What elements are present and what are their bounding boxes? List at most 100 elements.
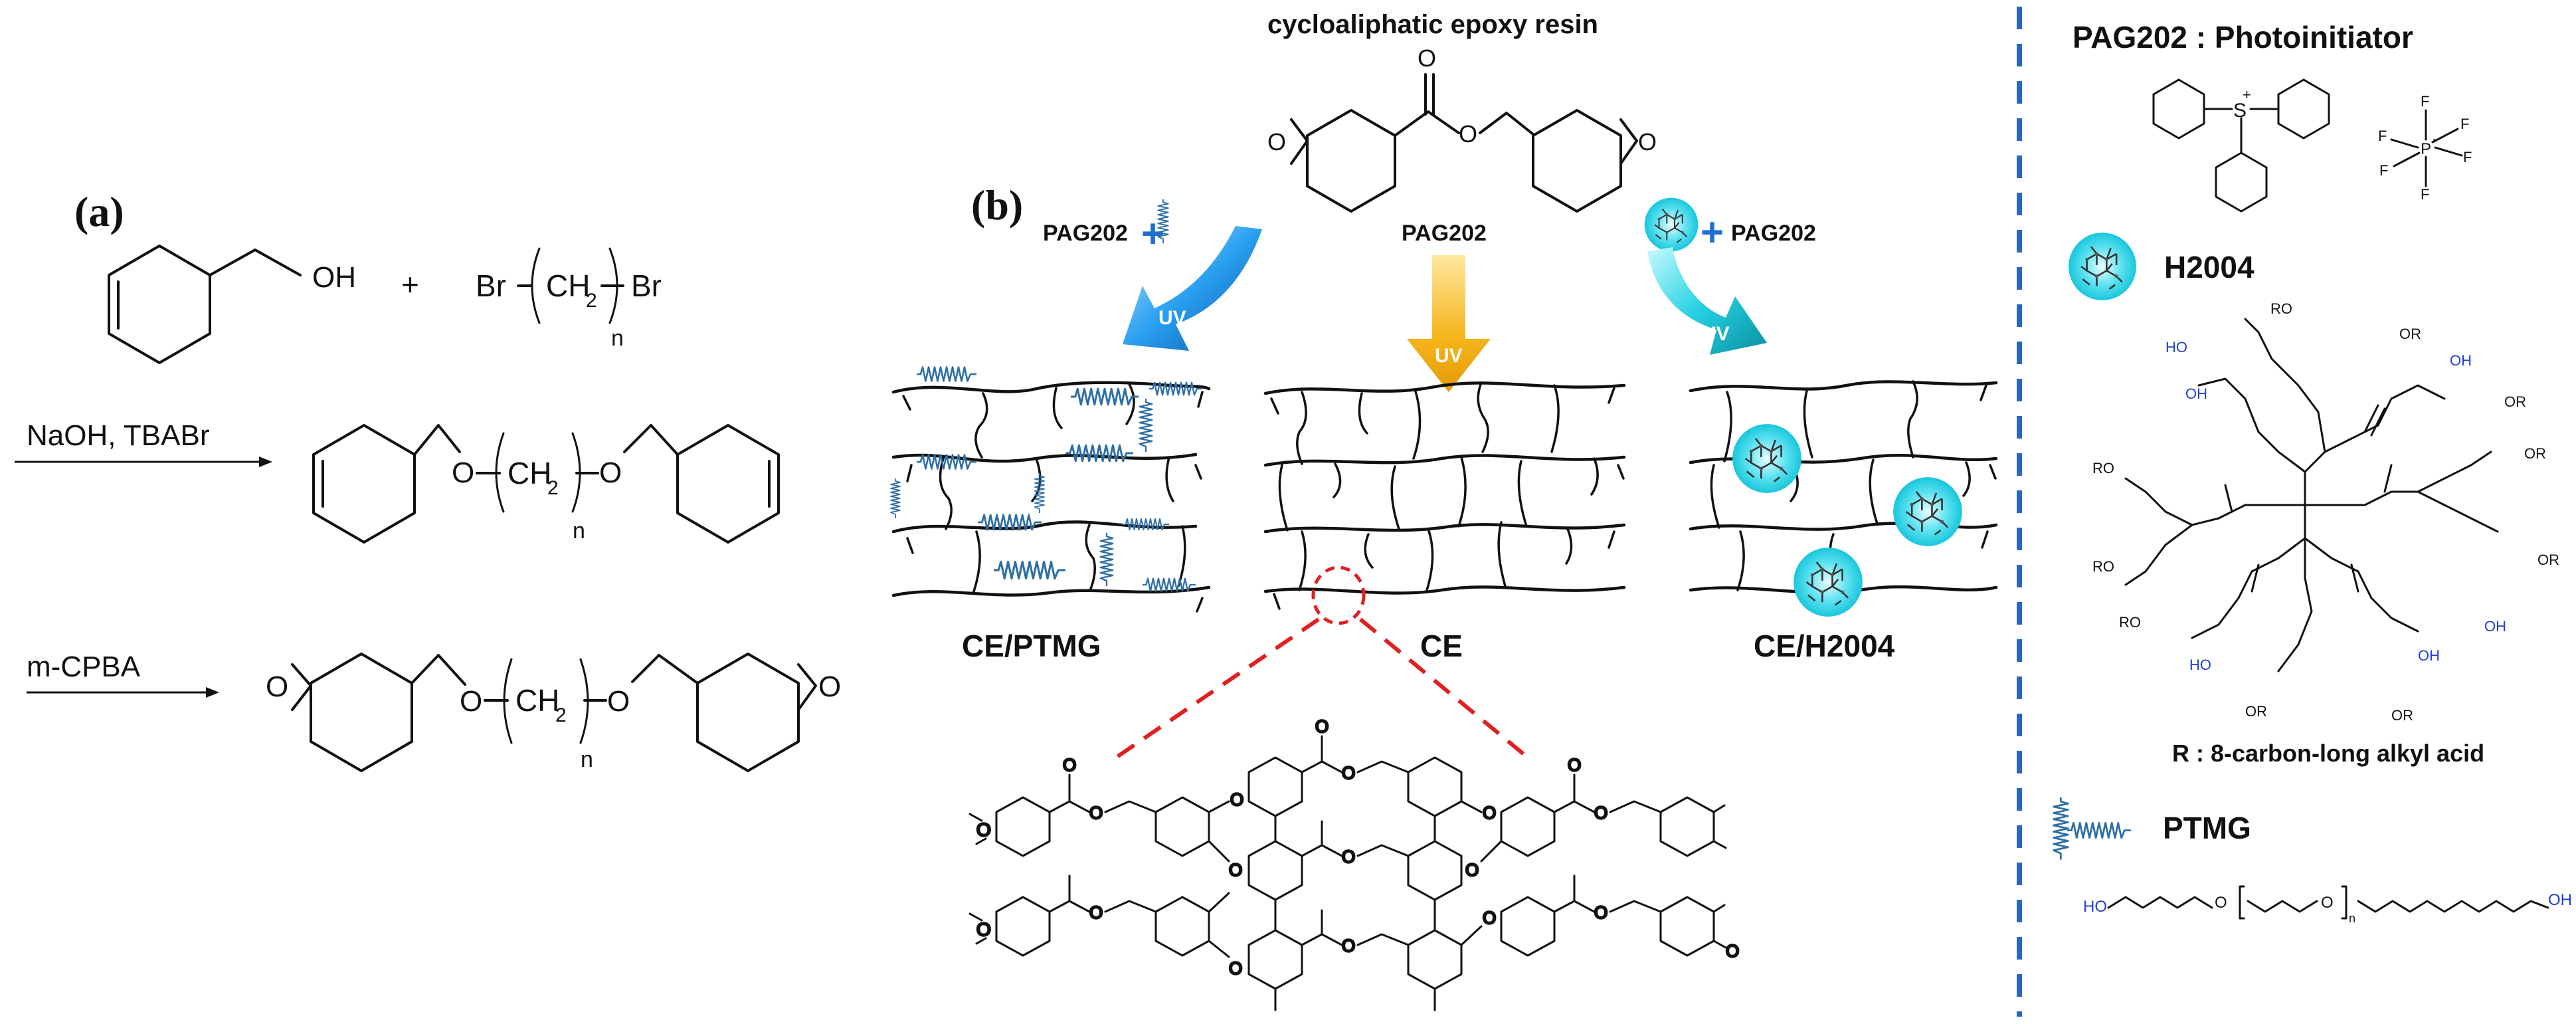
cs-o-3: O bbox=[1089, 803, 1103, 823]
cs-o-5: O bbox=[1315, 716, 1329, 736]
cs-o-6: O bbox=[1342, 763, 1355, 783]
dend-ro-4: RO bbox=[2119, 614, 2141, 631]
n-text: n bbox=[611, 326, 624, 351]
panel-b: (b) cycloaliphatic epoxy resin O O O O P… bbox=[889, 10, 1998, 1011]
monomer-carbonyl-o: O bbox=[1418, 45, 1436, 72]
ether-o1: O bbox=[452, 457, 474, 489]
ch2-text-3: CH bbox=[515, 683, 559, 718]
zoom-circle bbox=[1311, 565, 1366, 625]
monomer-epoxide-o-right: O bbox=[1638, 128, 1657, 155]
p-atom: P bbox=[2421, 140, 2431, 158]
epoxide-o-right: O bbox=[818, 670, 841, 703]
f4: F bbox=[2463, 149, 2472, 165]
pag-center-label: PAG202 bbox=[1402, 221, 1487, 246]
f3: F bbox=[2378, 128, 2387, 144]
h2004-nanoparticle-1 bbox=[1731, 423, 1803, 494]
h2004-nanoparticle-icon-top bbox=[1643, 197, 1699, 253]
dend-oh-4: OH bbox=[2418, 647, 2440, 664]
ptmg-o2: O bbox=[2321, 894, 2334, 912]
ptmg-oh: OH bbox=[2548, 891, 2572, 909]
cs-o-9: O bbox=[1594, 803, 1608, 823]
ptmg-legend-icon bbox=[2053, 797, 2069, 860]
diepoxide-ether: O O CH 2 n O O bbox=[266, 653, 841, 772]
network-ce bbox=[1263, 381, 1626, 610]
br-right-text: Br bbox=[631, 268, 662, 303]
uv-text-right: UV bbox=[1702, 323, 1730, 345]
cs-o-15: O bbox=[1229, 958, 1242, 978]
ch2-sub-text-2: 2 bbox=[547, 477, 559, 499]
pag-left-label: PAG202 bbox=[1043, 221, 1128, 246]
legend-h2004-title: H2004 bbox=[2164, 250, 2254, 284]
h2004-legend-icon bbox=[2067, 231, 2138, 302]
plus-right: + bbox=[1701, 210, 1724, 255]
dend-ho-2: HO bbox=[2189, 657, 2211, 673]
dend-or-3: OR bbox=[2524, 445, 2546, 462]
cs-o-2: O bbox=[1063, 755, 1076, 775]
ether-o4: O bbox=[607, 685, 630, 718]
monomer-epoxide-o-left: O bbox=[1267, 128, 1286, 155]
cs-o-7: O bbox=[1483, 803, 1496, 823]
plus-text: + bbox=[401, 267, 419, 302]
panel-a: (a) OH + Br CH 2 n Br NaOH, TBABr bbox=[15, 188, 841, 772]
uv-arrow-left bbox=[1123, 226, 1262, 351]
step2-reagents: m-CPBA bbox=[27, 651, 141, 683]
network-center-label: CE bbox=[1420, 629, 1463, 663]
uv-arrow-center bbox=[1407, 255, 1491, 392]
ch2-sub-text-3: 2 bbox=[555, 704, 567, 726]
ch2-sub-text: 2 bbox=[586, 290, 597, 312]
crosslinked-structure: O O O O O O O O O bbox=[968, 716, 1740, 1011]
dend-oh-2: OH bbox=[2185, 385, 2207, 402]
network-ce-ptmg bbox=[889, 366, 1211, 613]
cyclohexene-methanol: OH bbox=[108, 245, 356, 364]
dend-or-5: OR bbox=[2245, 703, 2267, 720]
br-left-text: Br bbox=[476, 268, 506, 303]
zoom-line-right bbox=[1359, 617, 1529, 760]
ch2-text: CH bbox=[546, 268, 590, 303]
pag-right-label: PAG202 bbox=[1731, 221, 1816, 246]
ptmg-o1: O bbox=[2215, 894, 2227, 912]
dend-ro-1: RO bbox=[2270, 300, 2292, 317]
legend-pag-title: PAG202 : Photoinitiator bbox=[2072, 20, 2413, 54]
cs-o-19: O bbox=[1726, 941, 1739, 961]
network-right-label: CE/H2004 bbox=[1754, 629, 1895, 663]
cs-o-18: O bbox=[1594, 902, 1608, 922]
f6: F bbox=[2460, 116, 2469, 132]
dibromoalkane: Br CH 2 n Br bbox=[476, 247, 662, 351]
h2004-dendrimer-structure: RO OR HO OH OH OR OR RO OR RO RO OH HO O… bbox=[2092, 300, 2559, 724]
n-text-3: n bbox=[581, 747, 593, 772]
cs-o-10: O bbox=[1229, 860, 1242, 880]
dend-ho-1: HO bbox=[2165, 339, 2187, 356]
uv-text-center: UV bbox=[1435, 345, 1463, 367]
dend-or-4: OR bbox=[2537, 552, 2559, 568]
cs-o-16: O bbox=[1342, 936, 1355, 956]
triphenylsulfonium-structure: S + bbox=[2152, 78, 2330, 213]
cs-o-12: O bbox=[1342, 847, 1355, 867]
h2004-nanoparticle-2 bbox=[1892, 476, 1964, 548]
cs-o-17: O bbox=[1483, 908, 1496, 928]
s-charge: + bbox=[2243, 86, 2251, 103]
zoom-line-left bbox=[1115, 617, 1320, 760]
cs-o-14: O bbox=[1089, 902, 1103, 922]
legend-panel: PAG202 : Photoinitiator S + P − F F F F bbox=[2053, 20, 2572, 925]
cs-o-13: O bbox=[976, 919, 991, 940]
f1: F bbox=[2421, 93, 2429, 110]
dend-or-2: OR bbox=[2504, 393, 2526, 410]
uv-text-left: UV bbox=[1158, 307, 1186, 329]
n-text-2: n bbox=[573, 518, 585, 544]
pf6-structure: P − F F F F F F bbox=[2378, 93, 2472, 203]
dend-ro-3: RO bbox=[2092, 558, 2114, 575]
epoxide-o-left: O bbox=[266, 670, 288, 703]
oh-text: OH bbox=[312, 261, 356, 294]
ch2-text-2: CH bbox=[507, 456, 551, 490]
cs-o-4: O bbox=[1230, 789, 1243, 809]
s-atom: S bbox=[2233, 100, 2247, 122]
dend-ro-2: RO bbox=[2092, 460, 2114, 476]
diene-ether: O CH 2 n O bbox=[312, 424, 780, 544]
ether-o3: O bbox=[460, 685, 482, 718]
monomer-ester-o: O bbox=[1459, 120, 1477, 148]
h2004-nanoparticle-3 bbox=[1792, 546, 1864, 618]
cs-o-1: O bbox=[976, 819, 991, 840]
panel-b-label: (b) bbox=[971, 181, 1023, 229]
ptmg-legend-spring bbox=[2067, 823, 2131, 837]
